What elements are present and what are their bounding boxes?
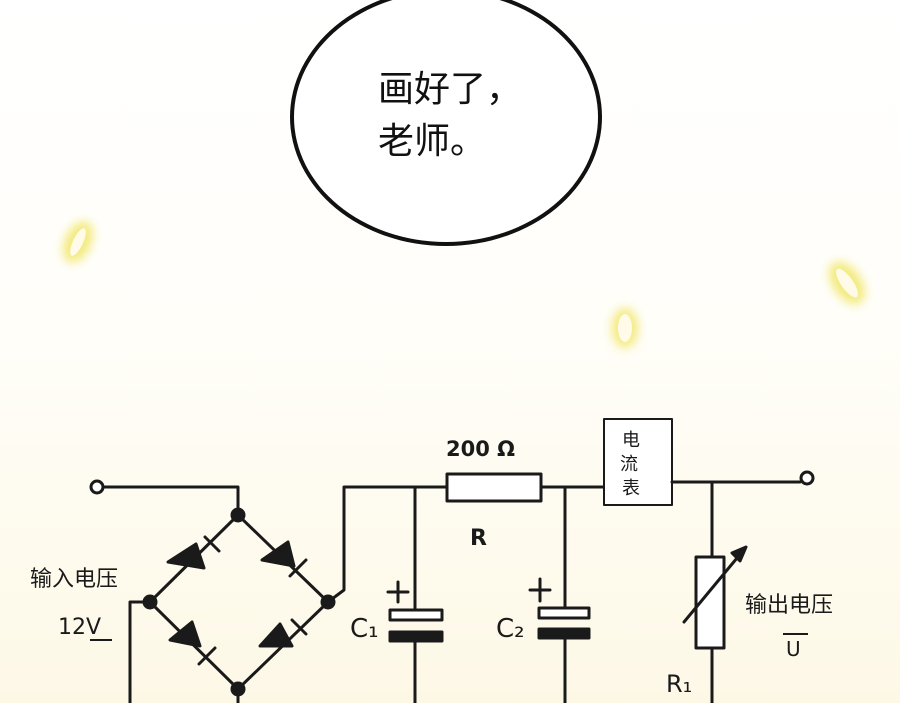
resistor-label: R [470, 526, 487, 551]
capacitor-c1 [388, 487, 442, 703]
rheostat-r1 [684, 482, 746, 703]
bridge-rectifier [150, 515, 328, 703]
input-voltage-label: 输入电压 [30, 567, 118, 592]
output-voltage-label: 输出电压 [745, 593, 833, 618]
capacitor-c1-label: C₁ [350, 614, 379, 644]
input-terminal [91, 481, 103, 493]
capacitor-c2-label: C₂ [496, 614, 525, 644]
input-wire [103, 487, 238, 515]
input-voltage-value: 12V [58, 615, 101, 640]
resistor-r [447, 474, 541, 501]
diode-2-icon [262, 542, 294, 566]
main-wire [328, 487, 447, 602]
resistor-value-label: 200 Ω [446, 437, 515, 461]
sparkle-left [57, 217, 99, 268]
rheostat-label: R₁ [666, 670, 692, 698]
capacitor-c2 [530, 487, 589, 703]
output-voltage-symbol: U [786, 637, 801, 661]
sparkle-right [822, 255, 872, 310]
input-lower-wire [130, 602, 150, 703]
output-terminal [801, 472, 813, 484]
ammeter-label-1: 电 [622, 430, 640, 451]
diode-4-icon [260, 624, 292, 646]
ammeter-label-2: 流 [620, 454, 638, 475]
ammeter-label-3: 表 [622, 478, 640, 499]
sparkle-middle [612, 308, 638, 348]
diode-1-icon [168, 544, 204, 568]
